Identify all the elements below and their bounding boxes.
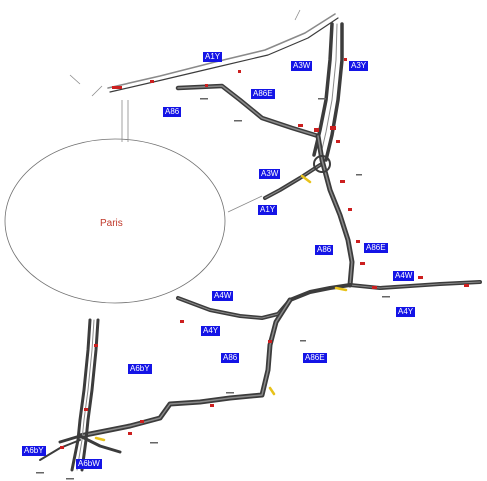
road-label: A86 (163, 107, 182, 117)
congestion-highlights (94, 174, 348, 442)
motorway-a6 (39, 318, 122, 472)
road-label: A4Y (396, 307, 416, 317)
road-label: A1Y (203, 52, 223, 62)
road-label: A4W (212, 291, 234, 301)
paris-boundary (4, 138, 226, 304)
motorway-a86-north (175, 83, 321, 139)
city-label-paris: Paris (100, 218, 123, 229)
road-label: A86 (221, 353, 240, 363)
motorway-a1-north (107, 13, 339, 93)
incident-markers (60, 58, 469, 449)
road-label: A3Y (349, 61, 369, 71)
road-label: A4Y (201, 326, 221, 336)
road-label: A86E (251, 89, 275, 99)
road-label: A86E (303, 353, 327, 363)
motorway-interchange (263, 133, 355, 288)
motorway-a86-south (77, 297, 293, 439)
minor-detail-marks (36, 98, 390, 480)
road-label: A6bY (128, 364, 152, 374)
road-label: A3W (259, 169, 281, 179)
road-label: A1Y (258, 205, 278, 215)
road-label: A4W (393, 271, 415, 281)
road-label: A6bW (76, 459, 102, 469)
road-label: A6bY (22, 446, 46, 456)
connector-roads (69, 9, 301, 213)
road-label: A3W (291, 61, 313, 71)
road-label: A86 (315, 245, 334, 255)
road-label: A86E (364, 243, 388, 253)
